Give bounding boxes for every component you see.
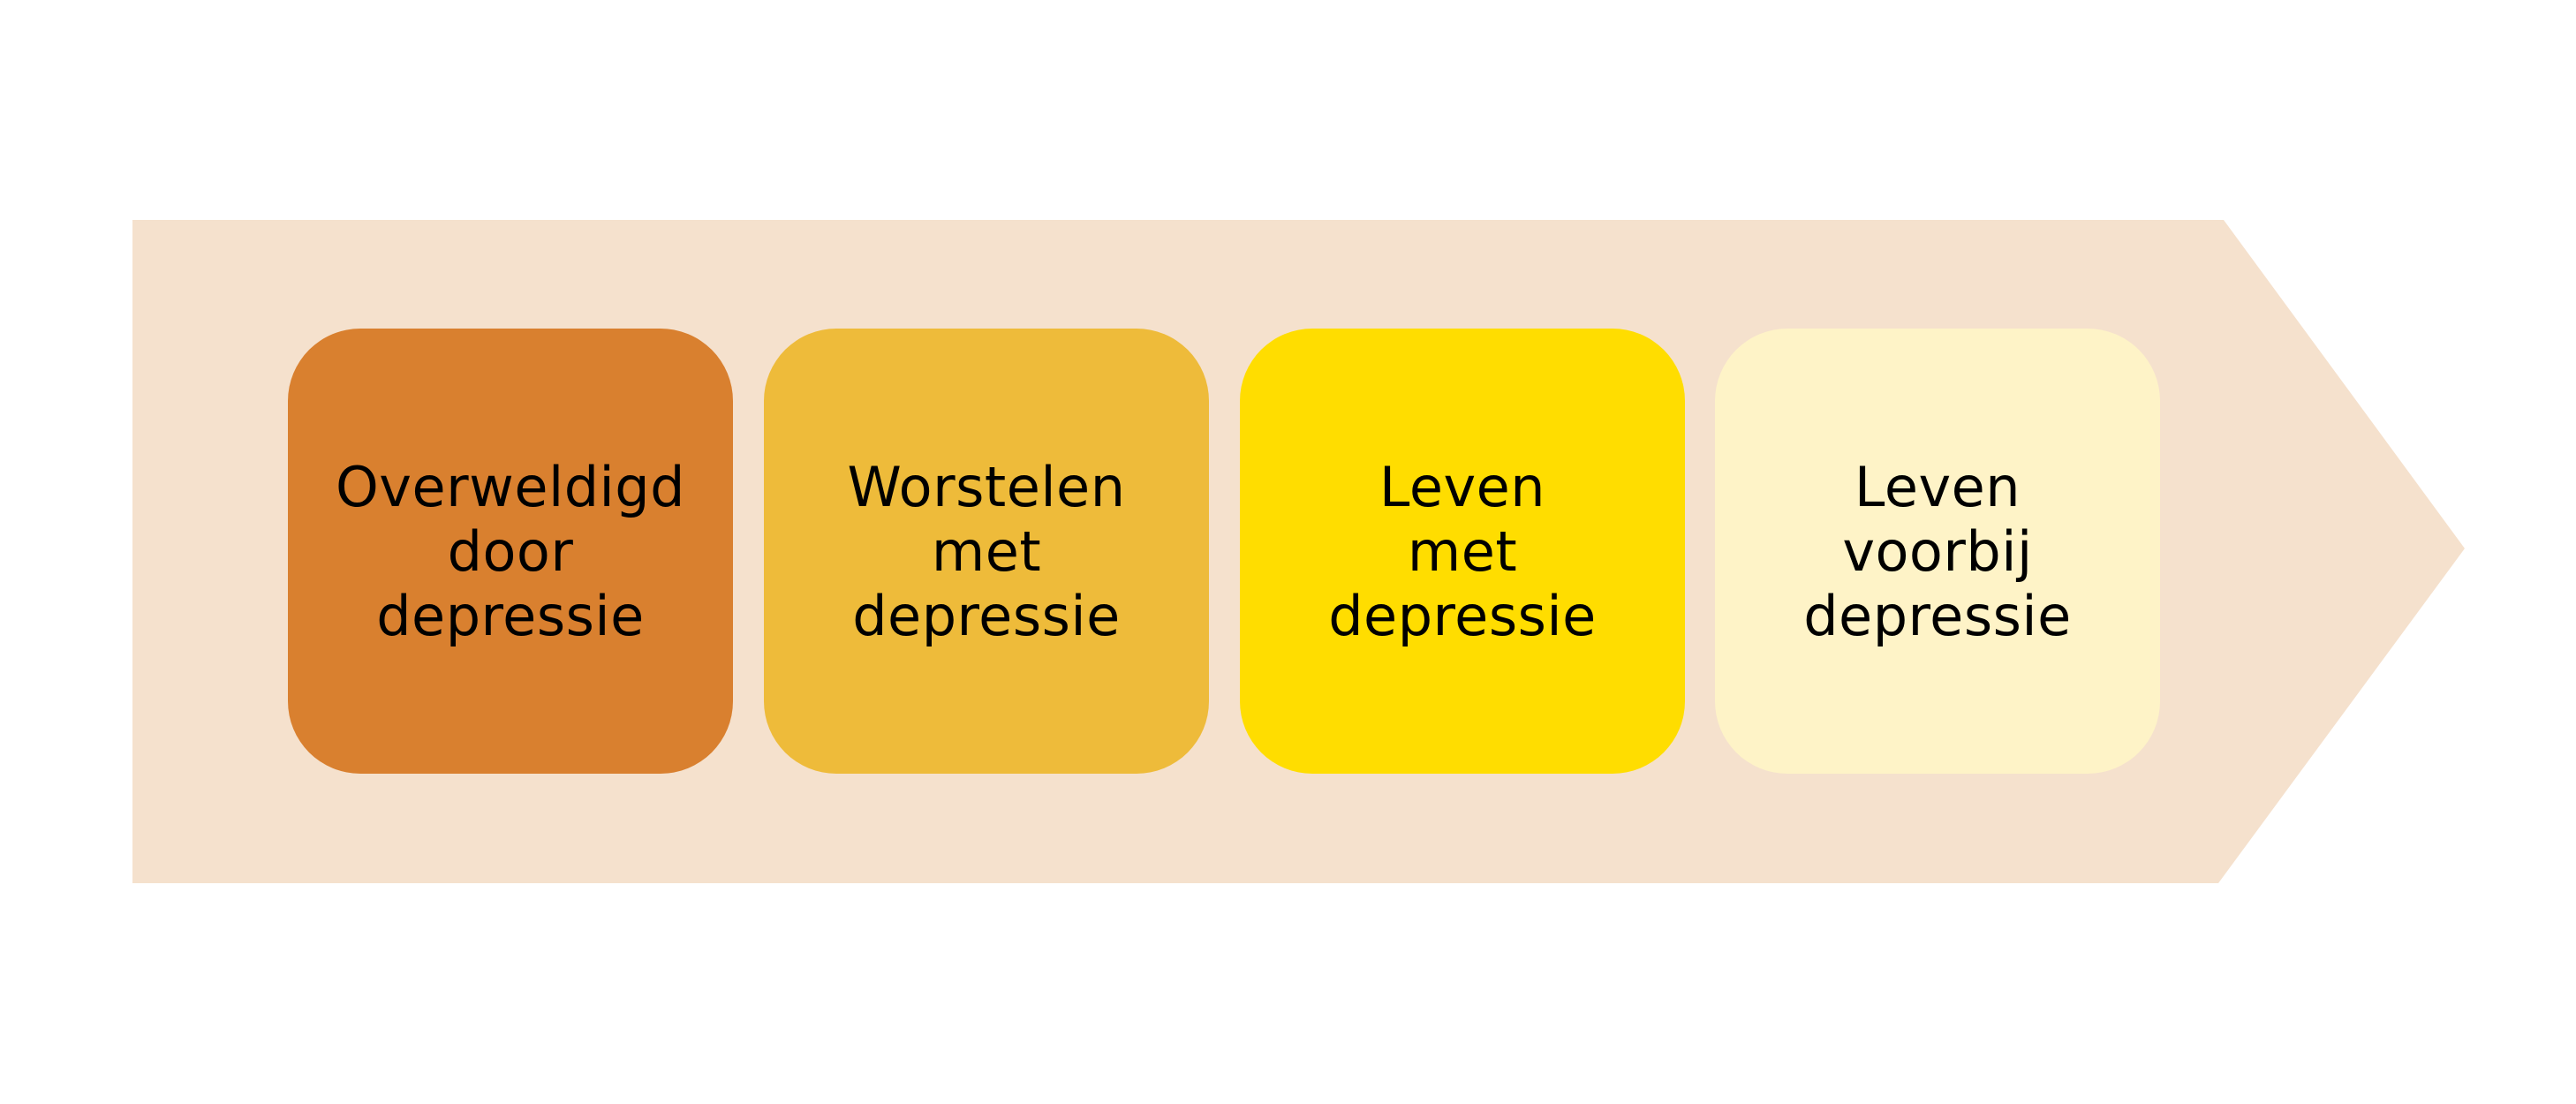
stage-overwhelmed-label: Overweldigd door depressie bbox=[336, 454, 685, 648]
stage-living-with-box: Leven met depressie bbox=[1240, 329, 1685, 774]
stage-living-with-label: Leven met depressie bbox=[1328, 454, 1597, 648]
stage-living-beyond-box: Leven voorbij depressie bbox=[1715, 329, 2160, 774]
stage-overwhelmed-box: Overweldigd door depressie bbox=[288, 329, 733, 774]
stage-struggling-box: Worstelen met depressie bbox=[764, 329, 1209, 774]
stage-struggling-label: Worstelen met depressie bbox=[847, 454, 1126, 648]
stage-living-beyond-label: Leven voorbij depressie bbox=[1803, 454, 2072, 648]
